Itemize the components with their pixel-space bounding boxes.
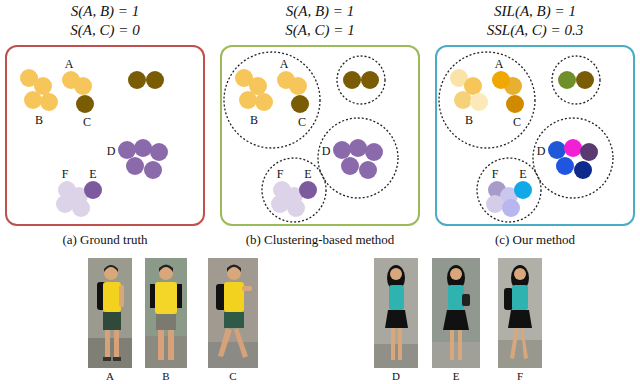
our-method-points [439, 52, 613, 222]
photo-a [88, 258, 132, 368]
photo-label: F [517, 370, 523, 383]
panel-border [5, 45, 205, 226]
point-label: C [298, 116, 306, 129]
point-label: A [65, 58, 74, 71]
similarity-formula: SIL(A, B) = 1 [435, 2, 635, 20]
similarity-formula: S(A, C) = 0 [5, 21, 205, 39]
method-panel: S(A, B) = 1S(A, C) = 0 (a) Ground truth [5, 0, 205, 256]
panel-border [220, 45, 420, 226]
point-label: A [280, 58, 289, 71]
panel-caption: (a) Ground truth [5, 232, 205, 248]
photo-label: E [453, 370, 460, 383]
point-label: F [62, 168, 69, 181]
point-label: B [250, 114, 258, 127]
point-label: F [277, 168, 284, 181]
photo-label: A [106, 370, 114, 383]
photo-label: C [229, 370, 236, 383]
panel-border [435, 45, 635, 226]
photo-label: B [162, 370, 169, 383]
point-label: D [537, 145, 546, 158]
photo-f [498, 258, 542, 368]
point-label: A [495, 58, 504, 71]
panel-caption: (b) Clustering-based method [220, 232, 420, 248]
photo-e [432, 258, 480, 368]
method-panel: SIL(A, B) = 1SSL(A, C) = 0.3 (c) Our meth… [435, 0, 635, 256]
point-label: D [107, 145, 116, 158]
ground-truth-points [20, 69, 168, 217]
similarity-formula: SSL(A, C) = 0.3 [435, 21, 635, 39]
point-label: C [83, 116, 91, 129]
photo-label: D [392, 370, 400, 383]
panel-caption: (c) Our method [435, 232, 635, 248]
similarity-formula: S(A, B) = 1 [220, 2, 420, 20]
point-label: C [513, 116, 521, 129]
point-label: E [89, 168, 96, 181]
point-label: B [465, 114, 473, 127]
point-label: B [35, 114, 43, 127]
clustering-points [224, 52, 398, 222]
photo-d [374, 258, 418, 368]
point-label: E [519, 168, 526, 181]
point-label: E [304, 168, 311, 181]
photo-c [208, 258, 258, 368]
method-panel: S(A, B) = 1S(A, C) = 1 (b) Clustering-bas… [220, 0, 420, 256]
point-label: D [322, 145, 331, 158]
photo-b [145, 258, 187, 368]
similarity-formula: S(A, B) = 1 [5, 2, 205, 20]
similarity-formula: S(A, C) = 1 [220, 21, 420, 39]
point-label: F [492, 168, 499, 181]
